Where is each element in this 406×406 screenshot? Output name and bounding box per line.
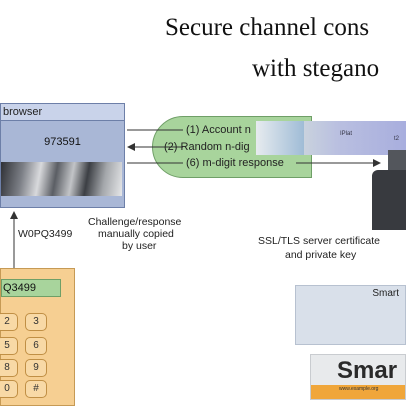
challenge-label-2: manually copied xyxy=(98,228,174,240)
smart-card-box: Smart xyxy=(295,285,406,345)
code-label: W0PQ3499 xyxy=(18,228,73,240)
browser-title: browser xyxy=(1,104,124,121)
smart-card-logo: Smar xyxy=(337,357,398,384)
usb-token-cap xyxy=(256,121,304,155)
server-icon xyxy=(372,170,406,230)
smart-card-image: Smar www.example.org xyxy=(310,354,406,400)
key-hash[interactable]: # xyxy=(25,380,47,398)
title-line-2: with stegano xyxy=(252,55,380,82)
key-3[interactable]: 3 xyxy=(25,313,47,331)
smart-card-stripe xyxy=(311,385,405,399)
key-8[interactable]: 8 xyxy=(0,359,18,377)
browser-code: 973591 xyxy=(44,136,81,148)
token-keypad: Q3499 2 3 5 6 8 9 0 # xyxy=(0,268,75,406)
challenge-label-1: Challenge/response xyxy=(88,216,182,228)
usb-token-mark: t2 xyxy=(394,136,400,142)
ssl-label-2: and private key xyxy=(285,249,357,261)
channel-item-6: (6) m-digit response xyxy=(186,157,284,169)
key-6[interactable]: 6 xyxy=(25,337,47,355)
browser-window: browser 973591 xyxy=(0,103,125,208)
challenge-label-3: by user xyxy=(122,240,157,252)
key-9[interactable]: 9 xyxy=(25,359,47,377)
smart-label: Smart xyxy=(372,288,399,299)
keypad-display: Q3499 xyxy=(1,279,61,297)
key-0[interactable]: 0 xyxy=(0,380,18,398)
key-2[interactable]: 2 xyxy=(0,313,18,331)
channel-item-1: (1) Account n xyxy=(186,124,251,136)
steganographic-image xyxy=(1,162,122,196)
usb-token-brand: IPlat xyxy=(340,131,353,137)
ssl-label-1: SSL/TLS server certificate xyxy=(258,235,380,247)
title-line-1: Secure channel cons xyxy=(165,14,370,41)
key-5[interactable]: 5 xyxy=(0,337,18,355)
channel-item-2: (2) Random n-dig xyxy=(164,141,250,153)
smart-card-url: www.example.org xyxy=(339,386,379,392)
